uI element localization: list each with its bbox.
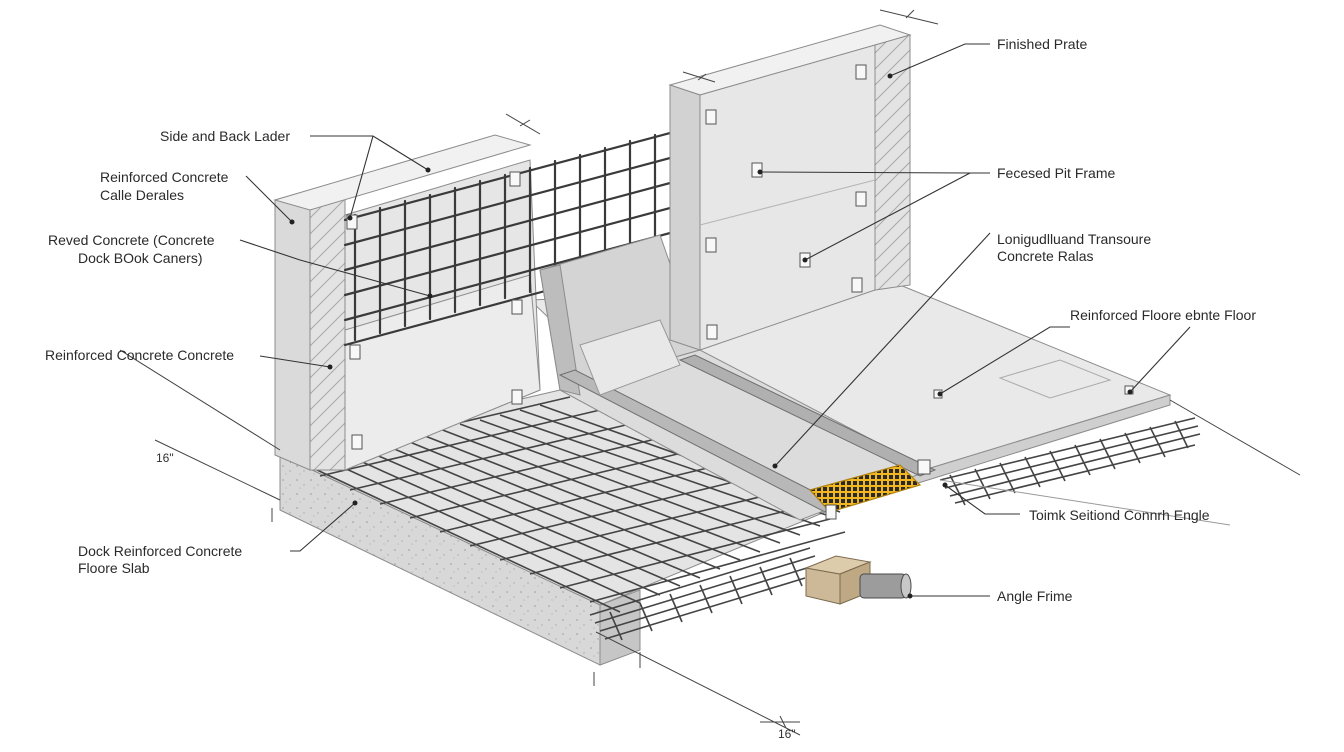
pit-left-wall xyxy=(539,264,581,396)
label-raised-concrete-2: Dock BOok Caners) xyxy=(78,250,202,266)
label-longitudinal-1: Lonigudlluand Transoure xyxy=(997,231,1151,247)
leader-dots xyxy=(289,73,1133,599)
pit-frame-rail xyxy=(678,354,937,477)
label-reinforced-concrete-concrete: Reinforced Concrete Concrete xyxy=(45,347,234,363)
left-wall-top xyxy=(273,134,532,211)
label-reinforced-floor: Reinforced Floore ebnte Floor xyxy=(1070,307,1256,323)
drain-grate xyxy=(808,464,922,513)
label-finished-plate: Finished Prate xyxy=(997,36,1087,52)
label-reinforced-cable-2: Calle Derales xyxy=(100,187,184,203)
label-angle-frame: Angle Frime xyxy=(997,588,1073,604)
dimension-lines xyxy=(119,9,1301,736)
label-dock-slab-1: Dock Reinforced Concrete xyxy=(78,543,242,559)
dimension-left: 16" xyxy=(156,451,174,465)
label-reinforced-cable-1: Reinforced Concrete xyxy=(100,169,229,185)
label-side-back-ladder: Side and Back Lader xyxy=(160,128,290,144)
left-wall-lower-panel xyxy=(344,274,541,471)
label-longitudinal-2: Concrete Ralas xyxy=(997,248,1094,264)
drain-pipe xyxy=(859,573,907,599)
drain-pipe-end xyxy=(900,573,912,599)
back-wall-rebar-mesh xyxy=(343,121,702,347)
pit-inner-box xyxy=(579,319,681,396)
label-raised-concrete-1: Reved Concrete (Concrete xyxy=(48,232,215,248)
floor-recess xyxy=(998,359,1112,399)
front-edge-rebar xyxy=(589,547,821,641)
right-wall-hatch xyxy=(874,34,911,291)
left-wall-side xyxy=(274,189,311,471)
label-recessed-pit-frame: Fecesed Pit Frame xyxy=(997,165,1115,181)
right-wall-joint xyxy=(699,179,876,226)
leader-lines xyxy=(239,43,1191,597)
dimension-bottom: 16" xyxy=(778,727,796,741)
floor-edge-rebar xyxy=(939,417,1201,506)
label-dock-slab-2: Floore Slab xyxy=(78,560,150,576)
label-trunk-section: Toimk Seitiond Connrh Engle xyxy=(1029,507,1210,523)
left-wall-hatch xyxy=(309,179,346,471)
right-wall-face xyxy=(669,84,701,351)
